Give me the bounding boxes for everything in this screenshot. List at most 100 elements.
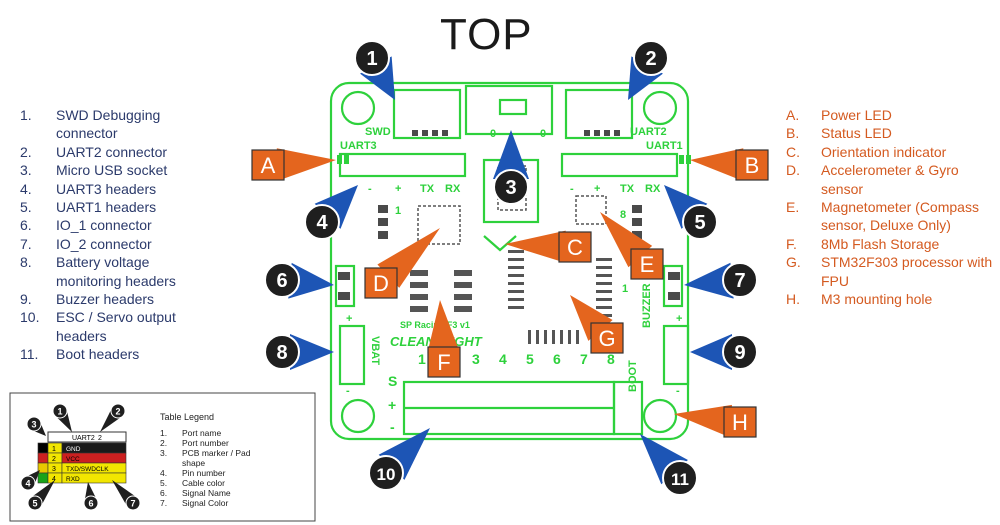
legend-item-5: 5.UART1 headers	[20, 198, 205, 216]
marker-letter-b: B	[690, 148, 769, 181]
legend-item-num: C.	[786, 143, 800, 160]
svg-text:1: 1	[52, 446, 56, 453]
legend-item-text: 8Mb Flash Storage	[821, 235, 940, 252]
swd-connector	[392, 88, 462, 140]
legend-item-num: 2.	[20, 143, 32, 160]
legend-item-6: 6.IO_1 connector	[20, 216, 205, 234]
marker-number-label: 2	[645, 48, 656, 70]
table-legend-item: 7.Signal Color	[160, 498, 229, 508]
output-number: 5	[526, 351, 534, 367]
marker-number-10: 10	[368, 428, 430, 491]
marker-letter-a: A	[251, 148, 336, 181]
legend-item-text: Magnetometer (Compass sensor, Deluxe Onl…	[821, 199, 979, 234]
svg-text:-: -	[570, 183, 574, 195]
legend-item-c: C.Orientation indicator	[786, 143, 996, 161]
table-legend-item: 2.Port number	[160, 438, 229, 448]
svg-text:TXD/SWDCLK: TXD/SWDCLK	[66, 466, 109, 473]
svg-text:1: 1	[622, 283, 628, 295]
output-number: 7	[580, 351, 588, 367]
label-vbat: VBAT	[369, 336, 381, 365]
svg-text:RX: RX	[445, 183, 461, 195]
svg-text:5: 5	[32, 499, 37, 509]
buzzer-header	[662, 324, 690, 386]
svg-text:UART2: UART2	[72, 435, 95, 442]
usb-socket	[464, 84, 554, 136]
marker-number-5: 5	[664, 185, 718, 240]
marker-number-label: 4	[316, 212, 328, 234]
marker-number-label: 3	[505, 177, 516, 199]
table-legend-item: 5.Cable color	[160, 478, 225, 488]
marker-letter-label: A	[261, 153, 276, 178]
legend-item-9: 9. Buzzer headers	[20, 290, 205, 308]
pcb-outline	[329, 81, 690, 441]
legend-item-text: STM32F303 processor with FPU	[821, 254, 993, 289]
svg-text:1: 1	[57, 407, 62, 417]
svg-text:-: -	[390, 419, 395, 435]
marker-number-3: 3	[493, 130, 529, 205]
example-row: 1 GND	[37, 442, 127, 454]
label-uart3: UART3	[340, 140, 377, 152]
example-marker-7: 7	[112, 480, 141, 511]
marker-letter-g: G	[570, 295, 624, 354]
label-uart2: UART2	[630, 126, 667, 138]
svg-text:GND: GND	[66, 446, 81, 453]
uart1-header	[560, 152, 679, 178]
svg-text:-: -	[346, 385, 350, 397]
marker-letter-label: C	[567, 235, 583, 260]
uart3-header	[338, 152, 467, 178]
svg-text:TX: TX	[620, 183, 635, 195]
legend-item-g: G. STM32F303 processor with FPU	[786, 253, 996, 290]
table-legend-item: 4.Pin number	[160, 468, 226, 478]
legend-item-text: IO_2 connector	[56, 235, 152, 252]
legend-item-e: E.Magnetometer (Compass sensor, Deluxe O…	[786, 198, 996, 235]
legend-item-num: 3.	[20, 162, 32, 179]
legend-item-4: 4.UART3 headers	[20, 180, 205, 198]
marker-number-label: 5	[694, 212, 705, 234]
label-swd: SWD	[365, 126, 391, 138]
svg-text:+: +	[594, 183, 600, 195]
marker-number-label: 6	[276, 270, 287, 292]
legend-item-3: 3.Micro USB socket	[20, 161, 205, 179]
example-marker-2: 2	[100, 403, 126, 432]
svg-text:1: 1	[395, 205, 401, 217]
marker-number-8: 8	[264, 334, 334, 370]
marker-number-4: 4	[304, 185, 358, 240]
legend-item-1: 1.SWD Debugging connector	[20, 106, 205, 143]
example-marker-4: 4	[20, 470, 40, 491]
legend-item-text: ESC / Servo output headers	[56, 309, 176, 344]
legend-item-f: F.8Mb Flash Storage	[786, 235, 996, 253]
svg-text:S: S	[388, 373, 397, 389]
marker-number-7: 7	[684, 262, 758, 299]
svg-text:7: 7	[130, 499, 135, 509]
svg-text:VCC: VCC	[66, 456, 80, 463]
legend-item-num: A.	[786, 107, 800, 123]
legend-item-num: H.	[786, 291, 800, 308]
legend-item-text: Status LED	[821, 125, 892, 142]
uart2-connector	[564, 88, 634, 140]
legend-item-num: 6.	[20, 217, 32, 234]
legend-item-text: M3 mounting hole	[821, 291, 933, 308]
marker-letter-label: B	[745, 153, 760, 178]
svg-text:RXD: RXD	[66, 476, 80, 483]
legend-item-num: G.	[786, 254, 801, 271]
vbat-header	[338, 324, 366, 386]
legend-item-num: 5.	[20, 199, 32, 216]
legend-item-text: Buzzer headers	[56, 291, 155, 308]
table-legend-item: 6.Signal Name	[160, 488, 231, 498]
legend-item-num: 9.	[20, 291, 32, 308]
marker-number-label: 1	[366, 48, 377, 70]
legend-item-num: 8.	[20, 254, 32, 271]
svg-text:2: 2	[115, 407, 120, 417]
legend-item-text: Power LED	[821, 107, 892, 123]
legend-item-a: A. Power LED	[786, 106, 996, 124]
example-marker-1: 1	[52, 403, 72, 432]
mount-hole-tr	[642, 90, 678, 126]
legend-item-num: 10.	[20, 309, 40, 326]
svg-text:-: -	[368, 183, 372, 195]
legend-item-text: Battery voltage monitoring headers	[56, 254, 176, 289]
marker-number-1: 1	[354, 40, 395, 100]
output-number: 1	[418, 351, 426, 367]
legend-item-text: SWD Debugging connector	[56, 107, 161, 142]
